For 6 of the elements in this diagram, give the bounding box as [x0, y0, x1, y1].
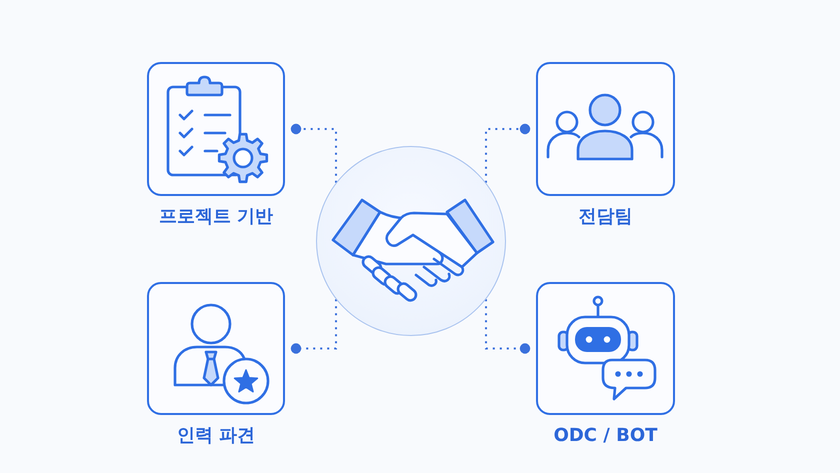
dotted-connector	[485, 124, 530, 183]
service-label: ODC / BOT	[554, 424, 658, 448]
service-label: 프로젝트 기반	[158, 205, 274, 229]
service-label: 전담팀	[578, 205, 632, 229]
service-label: 인력 파견	[176, 424, 256, 448]
dotted-connector	[290, 124, 337, 183]
